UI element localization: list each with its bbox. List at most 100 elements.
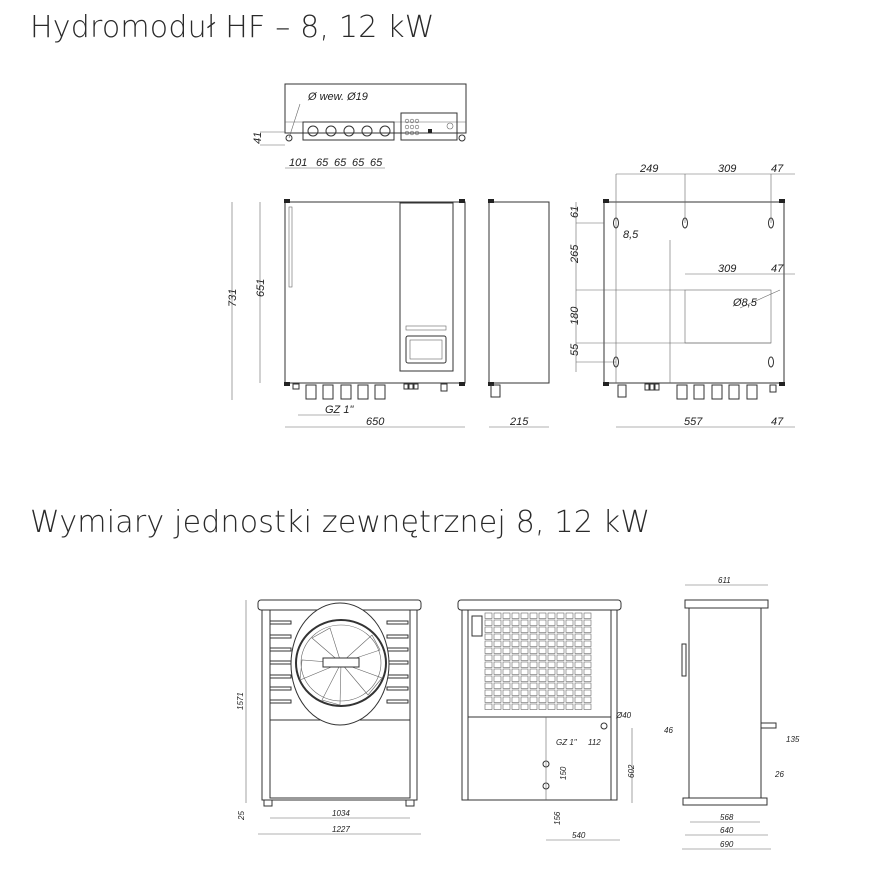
coil-cell bbox=[565, 626, 574, 633]
coil-cell bbox=[547, 626, 556, 633]
coil-cell bbox=[556, 640, 565, 647]
coil-cell bbox=[529, 703, 538, 710]
inner-309-label: 309 bbox=[718, 263, 736, 275]
coil-cell bbox=[520, 654, 529, 661]
coil-cell bbox=[502, 619, 511, 626]
coil-cell bbox=[583, 661, 592, 668]
coil-cell bbox=[484, 612, 493, 619]
coil-cell bbox=[574, 668, 583, 675]
spacing-label: 65 bbox=[316, 157, 329, 169]
coil-cell bbox=[538, 696, 547, 703]
coil-cell bbox=[484, 696, 493, 703]
coil-cell bbox=[493, 619, 502, 626]
coil-cell bbox=[484, 689, 493, 696]
coil-cell bbox=[520, 640, 529, 647]
coil-cell bbox=[520, 647, 529, 654]
coil-cell bbox=[529, 619, 538, 626]
coil-cell bbox=[565, 675, 574, 682]
thread-label: GZ 1" bbox=[556, 738, 578, 747]
coil-cell bbox=[484, 654, 493, 661]
coil-cell bbox=[565, 696, 574, 703]
hole-offset-label: 8,5 bbox=[623, 229, 639, 241]
coil-cell bbox=[538, 633, 547, 640]
coil-cell bbox=[502, 612, 511, 619]
height-651-label: 651 bbox=[255, 279, 267, 297]
coil-cell bbox=[547, 619, 556, 626]
coil-cell bbox=[511, 696, 520, 703]
coil-cell bbox=[547, 647, 556, 654]
dim-47-bottom-label: 47 bbox=[771, 416, 784, 428]
coil-cell bbox=[574, 703, 583, 710]
coil-cell bbox=[520, 703, 529, 710]
coil-cell bbox=[493, 689, 502, 696]
coil-cell bbox=[493, 647, 502, 654]
thread-label: GZ 1" bbox=[325, 404, 354, 416]
depth-611-label: 611 bbox=[718, 576, 731, 585]
coil-cell bbox=[556, 682, 565, 689]
hydromodule-title: Hydromoduł HF – 8, 12 kW bbox=[30, 10, 435, 45]
coil-cell bbox=[502, 689, 511, 696]
coil-cell bbox=[583, 668, 592, 675]
coil-cell bbox=[574, 612, 583, 619]
coil-cell bbox=[538, 647, 547, 654]
coil-cell bbox=[502, 626, 511, 633]
coil-cell bbox=[538, 703, 547, 710]
coil-cell bbox=[484, 682, 493, 689]
coil-cell bbox=[583, 647, 592, 654]
coil-cell bbox=[502, 668, 511, 675]
coil-cell bbox=[556, 647, 565, 654]
dim-249-label: 249 bbox=[639, 163, 658, 175]
coil-cell bbox=[484, 668, 493, 675]
coil-cell bbox=[583, 654, 592, 661]
coil-cell bbox=[556, 675, 565, 682]
offset-46-label: 46 bbox=[664, 726, 673, 735]
coil-cell bbox=[493, 668, 502, 675]
coil-cell bbox=[538, 612, 547, 619]
coil-cell bbox=[556, 689, 565, 696]
depth-41-label: 41 bbox=[252, 132, 264, 144]
width-1227-label: 1227 bbox=[332, 825, 350, 834]
coil-cell bbox=[484, 633, 493, 640]
gap-26-label: 26 bbox=[774, 770, 784, 779]
hole-diameter-label: Ø8,5 bbox=[732, 297, 758, 309]
coil-cell bbox=[511, 640, 520, 647]
coil-cell bbox=[529, 668, 538, 675]
coil-cell bbox=[511, 633, 520, 640]
coil-cell bbox=[565, 633, 574, 640]
coil-cell bbox=[538, 668, 547, 675]
coil-cell bbox=[565, 668, 574, 675]
coil-cell bbox=[493, 612, 502, 619]
coil-cell bbox=[538, 682, 547, 689]
coil-cell bbox=[583, 689, 592, 696]
coil-cell bbox=[493, 640, 502, 647]
coil-cell bbox=[547, 640, 556, 647]
outdoor-unit-title: Wymiary jednostki zewnętrznej 8, 12 kW bbox=[30, 505, 651, 540]
coil-cell bbox=[574, 619, 583, 626]
coil-cell bbox=[511, 703, 520, 710]
coil-cell bbox=[574, 689, 583, 696]
coil-cell bbox=[493, 626, 502, 633]
coil-cell bbox=[493, 703, 502, 710]
hydromodule-top-view: Ø wew. Ø19 41 101 65 65 65 65 bbox=[252, 83, 467, 169]
coil-cell bbox=[556, 703, 565, 710]
coil-cell bbox=[502, 647, 511, 654]
spacing-label: 65 bbox=[370, 157, 383, 169]
coil-cell bbox=[493, 682, 502, 689]
coil-cell bbox=[502, 696, 511, 703]
coil-cell bbox=[538, 689, 547, 696]
coil-cell bbox=[529, 633, 538, 640]
coil-cell bbox=[484, 661, 493, 668]
coil-cell bbox=[538, 640, 547, 647]
hole-diameter-label: Ø wew. Ø19 bbox=[307, 91, 368, 103]
coil-cell bbox=[484, 619, 493, 626]
dim-61-label: 61 bbox=[569, 206, 581, 218]
coil-cell bbox=[493, 661, 502, 668]
coil-cell bbox=[583, 675, 592, 682]
coil-cell bbox=[547, 703, 556, 710]
coil-cell bbox=[547, 668, 556, 675]
pipe-offset-label: 112 bbox=[588, 738, 601, 747]
coil-cell bbox=[547, 675, 556, 682]
coil-cell bbox=[511, 661, 520, 668]
coil-cell bbox=[502, 675, 511, 682]
coil-cell bbox=[565, 661, 574, 668]
